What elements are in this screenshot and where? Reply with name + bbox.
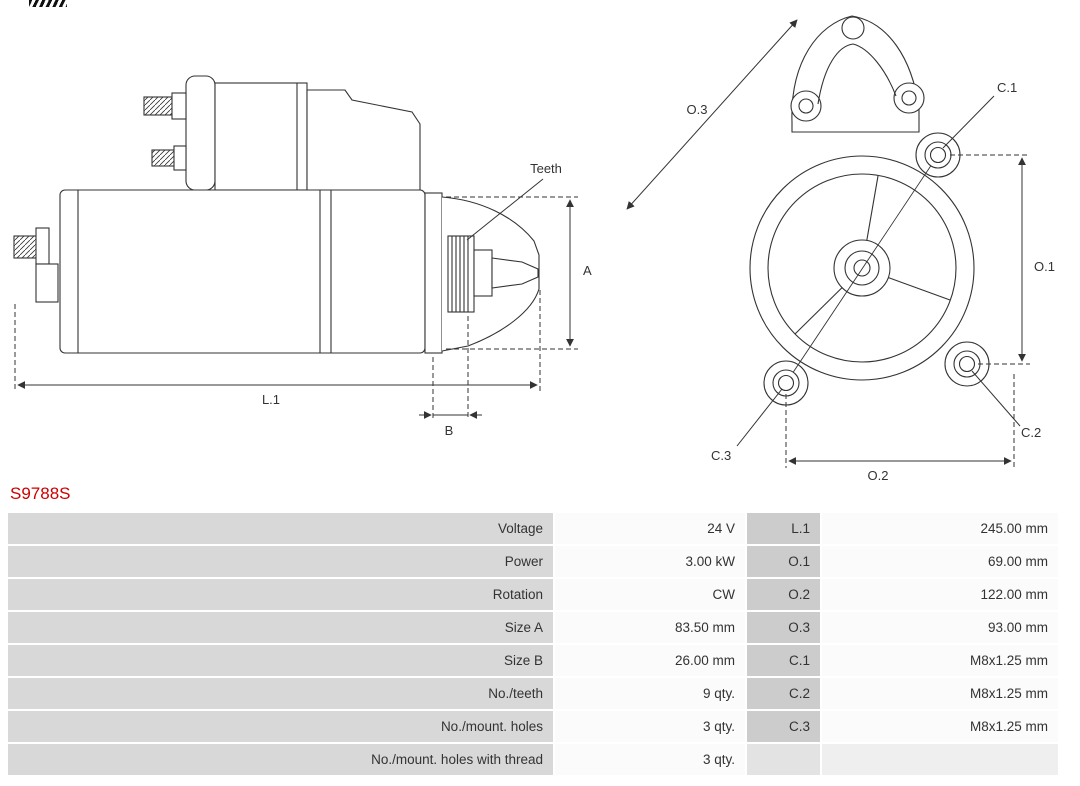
dim-o2-label: O.2 [868,468,889,482]
dim-value [822,744,1058,775]
dim-label: L.1 [747,513,820,544]
starter-motor-drawing: Teeth A L.1 B [13,15,1055,483]
dim-label: C.1 [747,645,820,676]
dim-label: O.2 [747,579,820,610]
dim-label: O.3 [747,612,820,643]
spec-value: 9 qty. [555,678,745,709]
dimension-o3: O.3 [626,19,798,210]
dim-c2-label: C.2 [1021,425,1041,440]
dim-b-label: B [445,423,454,438]
spec-label: Rotation [8,579,553,610]
teeth-label: Teeth [530,161,562,176]
dim-a-label: A [583,263,592,278]
front-view-drawing: O.3 O.1 O.2 C.1 C.2 C.3 [626,15,1055,483]
dim-c1-label: C.1 [997,80,1017,95]
dim-c3-label: C.3 [711,448,731,463]
drive-end-housing [424,192,540,354]
spec-value: 26.00 mm [555,645,745,676]
dim-label: O.1 [747,546,820,577]
spec-value: 3 qty. [555,744,745,775]
spec-value: 24 V [555,513,745,544]
spec-label: Voltage [8,513,553,544]
spec-value: CW [555,579,745,610]
dim-value: 69.00 mm [822,546,1058,577]
spec-value: 3 qty. [555,711,745,742]
dim-o3-label: O.3 [687,102,708,117]
dimension-c1: C.1 [942,80,1017,149]
motor-body [59,189,426,354]
top-bracket [790,15,925,133]
spec-value: 83.50 mm [555,612,745,643]
dimension-l1: L.1 [14,290,541,407]
logo-fragment-icon [29,0,67,7]
dimension-o1: O.1 [950,154,1055,365]
part-number: S9788S [10,484,71,503]
terminal-studs [143,92,187,171]
side-view-drawing: Teeth A L.1 B [13,75,592,438]
dimension-teeth: Teeth [466,161,562,241]
spec-table: Voltage 24 V L.1 245.00 mm Power 3.00 kW… [8,513,1058,775]
dim-label [747,744,820,775]
dimension-c3: C.3 [711,388,783,463]
hole-centerline [785,154,939,384]
mounting-holes [772,141,981,397]
spec-label: Size A [8,612,553,643]
body-terminal-bolt [13,227,59,303]
dimension-a: A [446,196,592,350]
dim-l1-label: L.1 [262,392,280,407]
dim-value: 122.00 mm [822,579,1058,610]
housing-front [749,155,975,381]
product-technical-drawing: Teeth A L.1 B [13,15,1055,483]
spec-label: No./mount. holes with thread [8,744,553,775]
dim-value: 93.00 mm [822,612,1058,643]
spec-label: Power [8,546,553,577]
pinion-gear [447,235,539,313]
dim-value: M8x1.25 mm [822,645,1058,676]
dim-label: C.3 [747,711,820,742]
spec-label: No./mount. holes [8,711,553,742]
spec-value: 3.00 kW [555,546,745,577]
dim-label: C.2 [747,678,820,709]
dimension-b: B [419,316,482,438]
dim-value: 245.00 mm [822,513,1058,544]
dimension-c2: C.2 [971,370,1041,440]
dim-o1-label: O.1 [1034,259,1055,274]
dim-value: M8x1.25 mm [822,678,1058,709]
dimension-o2: O.2 [785,374,1015,483]
spec-label: Size B [8,645,553,676]
solenoid [143,75,421,191]
dim-value: M8x1.25 mm [822,711,1058,742]
spec-label: No./teeth [8,678,553,709]
